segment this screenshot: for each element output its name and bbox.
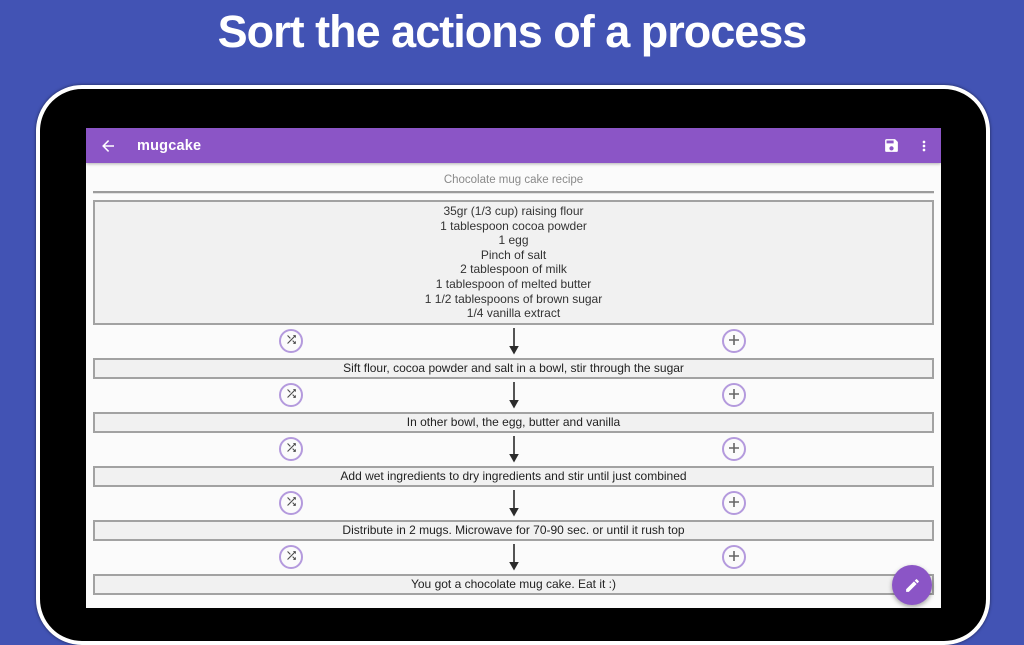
- title-underline: [93, 191, 934, 194]
- save-icon[interactable]: [883, 137, 900, 154]
- ingredient-line: 2 tablespoon of milk: [460, 262, 567, 277]
- ingredient-line: Pinch of salt: [480, 247, 547, 262]
- shuffle-button[interactable]: [279, 545, 303, 570]
- add-step-button[interactable]: [722, 383, 746, 408]
- action-row: [86, 379, 941, 412]
- step-box[interactable]: Distribute in 2 mugs. Microwave for 70-9…: [93, 519, 934, 541]
- steps-list: Sift flour, cocoa powder and salt in a b…: [86, 325, 941, 595]
- arrow-down-icon: [508, 489, 520, 517]
- back-button[interactable]: [99, 137, 117, 155]
- action-row: [86, 433, 941, 466]
- action-row: [86, 487, 941, 520]
- plus-icon: [728, 388, 740, 403]
- shuffle-button[interactable]: [279, 437, 303, 462]
- step-box[interactable]: In other bowl, the egg, butter and vanil…: [93, 411, 934, 433]
- step-box[interactable]: Add wet ingredients to dry ingredients a…: [93, 465, 934, 487]
- ingredient-line: 1/4 vanilla extract: [466, 306, 561, 321]
- ingredient-line: 1 1/2 tablespoons of brown sugar: [424, 291, 603, 306]
- shuffle-icon: [285, 387, 298, 403]
- add-step-button[interactable]: [722, 329, 746, 354]
- shuffle-icon: [285, 495, 298, 511]
- ingredient-line: 1 tablespoon cocoa powder: [440, 218, 587, 233]
- add-step-button[interactable]: [722, 545, 746, 570]
- plus-icon: [728, 334, 740, 349]
- ingredient-line: 35gr (1/3 cup) raising flour: [443, 204, 584, 218]
- tablet-frame: mugcake Chocolate mug cake recipe 35gr (…: [36, 85, 990, 645]
- app-screen: mugcake Chocolate mug cake recipe 35gr (…: [86, 128, 941, 608]
- arrow-down-icon: [508, 381, 520, 409]
- plus-icon: [728, 550, 740, 565]
- ingredient-line: 1 egg: [498, 233, 529, 248]
- shuffle-button[interactable]: [279, 491, 303, 516]
- add-step-button[interactable]: [722, 437, 746, 462]
- shuffle-button[interactable]: [279, 383, 303, 408]
- arrow-down-icon: [508, 543, 520, 571]
- action-row: [86, 325, 941, 358]
- plus-icon: [728, 442, 740, 457]
- shuffle-button[interactable]: [279, 329, 303, 354]
- arrow-left-icon: [102, 139, 114, 152]
- shuffle-icon: [285, 549, 298, 565]
- shuffle-icon: [285, 333, 298, 349]
- edit-fab[interactable]: [892, 565, 932, 605]
- ingredient-line: 1 tablespoon of melted butter: [435, 276, 592, 291]
- overflow-menu-icon[interactable]: [916, 138, 932, 154]
- toolbar-title: mugcake: [137, 137, 202, 154]
- step-box[interactable]: Sift flour, cocoa powder and salt in a b…: [93, 357, 934, 379]
- pencil-icon: [905, 578, 919, 592]
- action-row: [86, 541, 941, 574]
- page-title: Sort the actions of a process: [217, 6, 808, 57]
- arrow-down-icon: [508, 435, 520, 463]
- shuffle-icon: [285, 441, 298, 457]
- app-toolbar: mugcake: [86, 128, 941, 163]
- add-step-button[interactable]: [722, 491, 746, 516]
- step-box[interactable]: You got a chocolate mug cake. Eat it :): [93, 573, 934, 595]
- plus-icon: [728, 496, 740, 511]
- process-title-input[interactable]: Chocolate mug cake recipe: [443, 174, 584, 186]
- arrow-down-icon: [508, 327, 520, 355]
